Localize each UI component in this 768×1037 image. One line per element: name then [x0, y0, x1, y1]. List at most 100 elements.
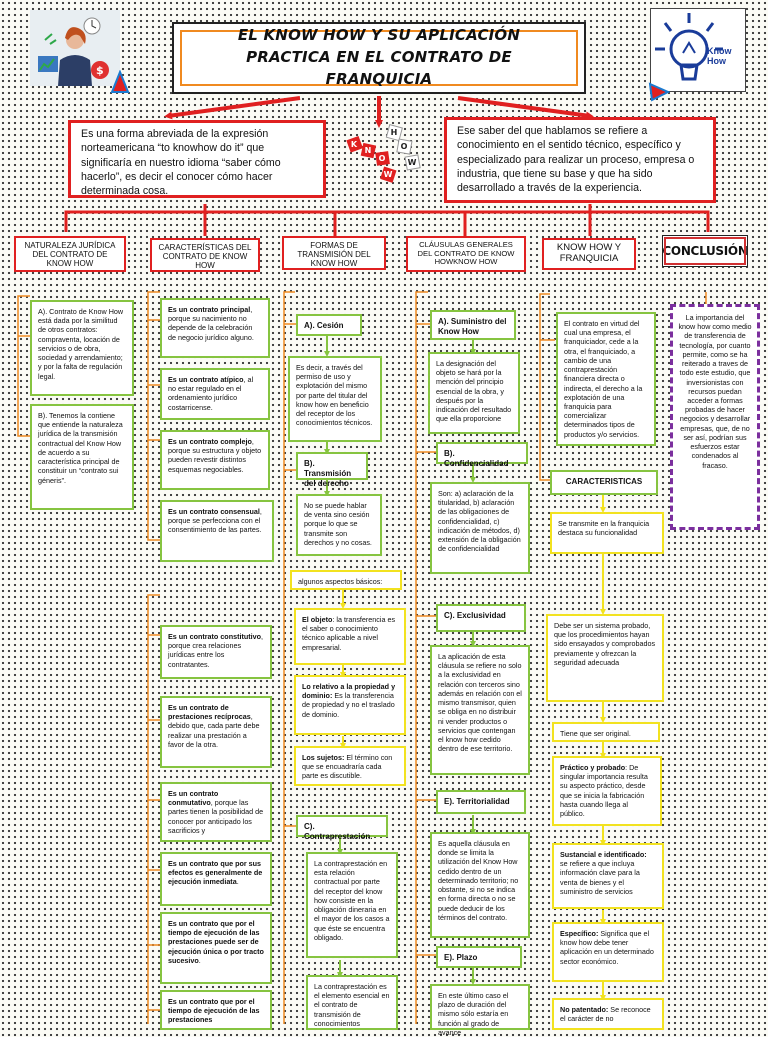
- franquicia-sustancial-title: Sustancial e identificado:: [560, 850, 647, 859]
- caracteristica-inmediata: Es un contrato que por sus efectos es ge…: [160, 852, 272, 906]
- caracteristica-complejo: Es un contrato complejo, porque su estru…: [160, 430, 270, 490]
- clausula-confidencialidad-label-text: B). Confidencialidad: [444, 449, 508, 468]
- caracteristica-title: Es un contrato que por el tiempo de ejec…: [168, 997, 259, 1024]
- clausula-confidencialidad-text: Son: a) aclaración de la titularidad, b)…: [430, 482, 530, 574]
- naturaleza-b-text: B). Tenemos la contiene que entiende la …: [38, 411, 123, 485]
- clausula-confidencialidad-desc: Son: a) aclaración de la titularidad, b)…: [438, 489, 521, 553]
- caracteristica-atipico: Es un contrato atípico, al no estar regu…: [160, 368, 270, 420]
- forma-transmision-label: B). Transmisión del derecho: [296, 452, 368, 480]
- clausula-suministro-label: A). Suministro del Know How: [430, 310, 516, 340]
- franquicia-practico-text: : De singular importancia resulta su asp…: [560, 763, 648, 818]
- franquicia-sistema-text: Debe ser un sistema probado, que los pro…: [554, 621, 655, 667]
- forma-contraprestacion-text1: La contraprestación en esta relación con…: [306, 852, 398, 958]
- franquicia-practico-title: Práctico y probado: [560, 763, 625, 772]
- naturaleza-a: A). Contrato de Know How está dada por l…: [30, 300, 134, 396]
- aspecto-propiedad: Lo relativo a la propiedad y dominio: Es…: [294, 675, 406, 735]
- caracteristica-title: Es un contrato de prestaciones recíproca…: [168, 703, 251, 721]
- definition-left: Es una forma abreviada de la expresión n…: [68, 120, 326, 198]
- franquicia-patentado: No patentado: Se reconoce el carácter de…: [552, 998, 664, 1030]
- logo-text: Know How: [707, 47, 741, 67]
- dice-letter: K: [351, 140, 358, 149]
- aspectos-basicos-text: algunos aspectos básicos:: [298, 577, 382, 586]
- header-naturaleza-label: NATURALEZA JURÍDICA DEL CONTRATO DE KNOW…: [25, 241, 116, 268]
- forma-transmision-text: No se puede hablar de venta sino cesión …: [296, 494, 382, 556]
- forma-transmision-desc: No se puede hablar de venta sino cesión …: [304, 501, 372, 547]
- franquicia-funcionalidad-text: Se transmite en la franquicia destaca su…: [558, 519, 649, 537]
- franquicia-especifico: Específico: Significa que el know how de…: [552, 922, 664, 982]
- header-caracteristicas: CARACTERÍSTICAS DEL CONTRATO DE KNOW HOW: [150, 238, 260, 272]
- definition-left-text: Es una forma abreviada de la expresión n…: [81, 128, 281, 197]
- naturaleza-a-text: A). Contrato de Know How está dada por l…: [38, 307, 123, 381]
- header-franquicia: KNOW HOW Y FRANQUICIA: [542, 238, 636, 270]
- clausula-plazo-label-text: E). Plazo: [444, 953, 477, 962]
- franquicia-intro-text: El contrato en virtud del cual una empre…: [564, 319, 642, 439]
- caracteristica-tracto: Es un contrato que por el tiempo de ejec…: [160, 912, 272, 984]
- header-clausulas-label: CLÁUSULAS GENERALES DEL CONTRATO DE KNOW…: [418, 240, 515, 266]
- aspecto-objeto: El objeto: la transferencia es el saber …: [294, 608, 406, 665]
- page-title: EL KNOW HOW Y SU APLICACIÓN PRACTICA EN …: [180, 30, 578, 86]
- aspecto-sujetos-title: Los sujetos:: [302, 753, 344, 762]
- header-conclusion-label: CONCLUSIÓN: [662, 244, 747, 258]
- franquicia-funcionalidad: Se transmite en la franquicia destaca su…: [550, 512, 664, 554]
- clausula-plazo-text: En este último caso el plazo de duración…: [430, 984, 530, 1030]
- caracteristica-reciprocas: Es un contrato de prestaciones recíproca…: [160, 696, 272, 768]
- clausula-territorialidad-text: Es aquella cláusula en donde se limita l…: [430, 832, 530, 938]
- caracteristica-title: Es un contrato que por sus efectos es ge…: [168, 859, 262, 886]
- forma-contraprestacion-text2: La contraprestación es el elemento esenc…: [306, 975, 398, 1030]
- clausula-territorialidad-label-text: E). Territorialidad: [444, 797, 510, 806]
- svg-text:$: $: [96, 64, 104, 77]
- header-conclusion: CONCLUSIÓN: [662, 235, 748, 267]
- clausula-suministro-label-text: A). Suministro del Know How: [438, 317, 506, 336]
- caracteristica-title: Es un contrato complejo: [168, 437, 252, 446]
- franquicia-especifico-title: Específico:: [560, 929, 598, 938]
- naturaleza-b: B). Tenemos la contiene que entiende la …: [30, 404, 134, 510]
- caracteristica-text: .: [237, 877, 239, 886]
- conclusion-text: La importancia del know how como medio d…: [678, 313, 751, 470]
- party-hat-right: [648, 80, 670, 107]
- dice-letter: O: [379, 154, 386, 163]
- conclusion-box: La importancia del know how como medio d…: [670, 304, 760, 530]
- aspectos-basicos: algunos aspectos básicos:: [290, 570, 402, 590]
- clausula-territorialidad-label: E). Territorialidad: [436, 790, 526, 814]
- caracteristica-title: Es un contrato constitutivo: [168, 632, 261, 641]
- header-clausulas: CLÁUSULAS GENERALES DEL CONTRATO DE KNOW…: [406, 236, 526, 272]
- caracteristica-text: .: [199, 956, 201, 965]
- header-formas-label: FORMAS DE TRANSMISIÓN DEL KNOW HOW: [297, 241, 370, 268]
- dice-illustration: H O W K N O W: [342, 124, 434, 186]
- clausula-territorialidad-desc: Es aquella cláusula en donde se limita l…: [438, 839, 518, 922]
- dice-letter: W: [408, 158, 417, 167]
- forma-contraprestacion-desc1: La contraprestación en esta relación con…: [314, 859, 390, 942]
- forma-contraprestacion-label-text: C). Contraprestación.: [304, 822, 372, 841]
- franquicia-original-text: Tiene que ser original.: [560, 729, 631, 738]
- header-caracteristicas-label: CARACTERÍSTICAS DEL CONTRATO DE KNOW HOW: [159, 243, 252, 270]
- caracteristica-conmutativo: Es un contrato conmutativo, porque las p…: [160, 782, 272, 842]
- forma-cesion-text: Es decir, a través del permiso de uso y …: [288, 356, 382, 442]
- forma-cesion-label: A). Cesión: [296, 314, 362, 336]
- definition-right: Ese saber del que hablamos se refiere a …: [444, 117, 716, 203]
- caracteristica-constitutivo: Es un contrato constitutivo, porque crea…: [160, 625, 272, 679]
- franquicia-patentado-title: No patentado:: [560, 1005, 608, 1014]
- clausula-suministro-text: La designación del objeto se hará por la…: [428, 352, 520, 434]
- header-franquicia-label: KNOW HOW Y FRANQUICIA: [557, 242, 621, 264]
- aspecto-sujetos: Los sujetos: El término con que se encua…: [294, 746, 406, 786]
- franquicia-intro: El contrato en virtud del cual una empre…: [556, 312, 656, 446]
- clausula-plazo-label: E). Plazo: [436, 946, 522, 968]
- franquicia-original: Tiene que ser original.: [552, 722, 660, 742]
- header-naturaleza: NATURALEZA JURÍDICA DEL CONTRATO DE KNOW…: [14, 236, 126, 272]
- header-formas: FORMAS DE TRANSMISIÓN DEL KNOW HOW: [282, 236, 386, 270]
- party-hat-left: [110, 70, 130, 99]
- caracteristica-title: Es un contrato que por el tiempo de ejec…: [168, 919, 264, 965]
- clausula-exclusividad-text: La aplicación de esta cláusula se refier…: [430, 645, 530, 775]
- clausula-exclusividad-desc: La aplicación de esta cláusula se refier…: [438, 652, 522, 753]
- dice-letter: H: [391, 128, 398, 137]
- clausula-plazo-desc: En este último caso el plazo de duración…: [438, 991, 508, 1037]
- businesswoman-illustration: $: [30, 10, 120, 86]
- forma-transmision-label-text: B). Transmisión del derecho: [304, 459, 351, 488]
- franquicia-sustancial: Sustancial e identificado: se refiere a …: [552, 843, 664, 909]
- dice-letter: N: [365, 146, 372, 155]
- definition-right-text: Ese saber del que hablamos se refiere a …: [457, 125, 694, 194]
- dice-letter: O: [401, 142, 408, 151]
- franquicia-sustancial-text: se refiere a que incluya información cla…: [560, 859, 640, 896]
- franquicia-practico: Práctico y probado: De singular importan…: [552, 756, 662, 826]
- dice-letter: W: [384, 170, 393, 179]
